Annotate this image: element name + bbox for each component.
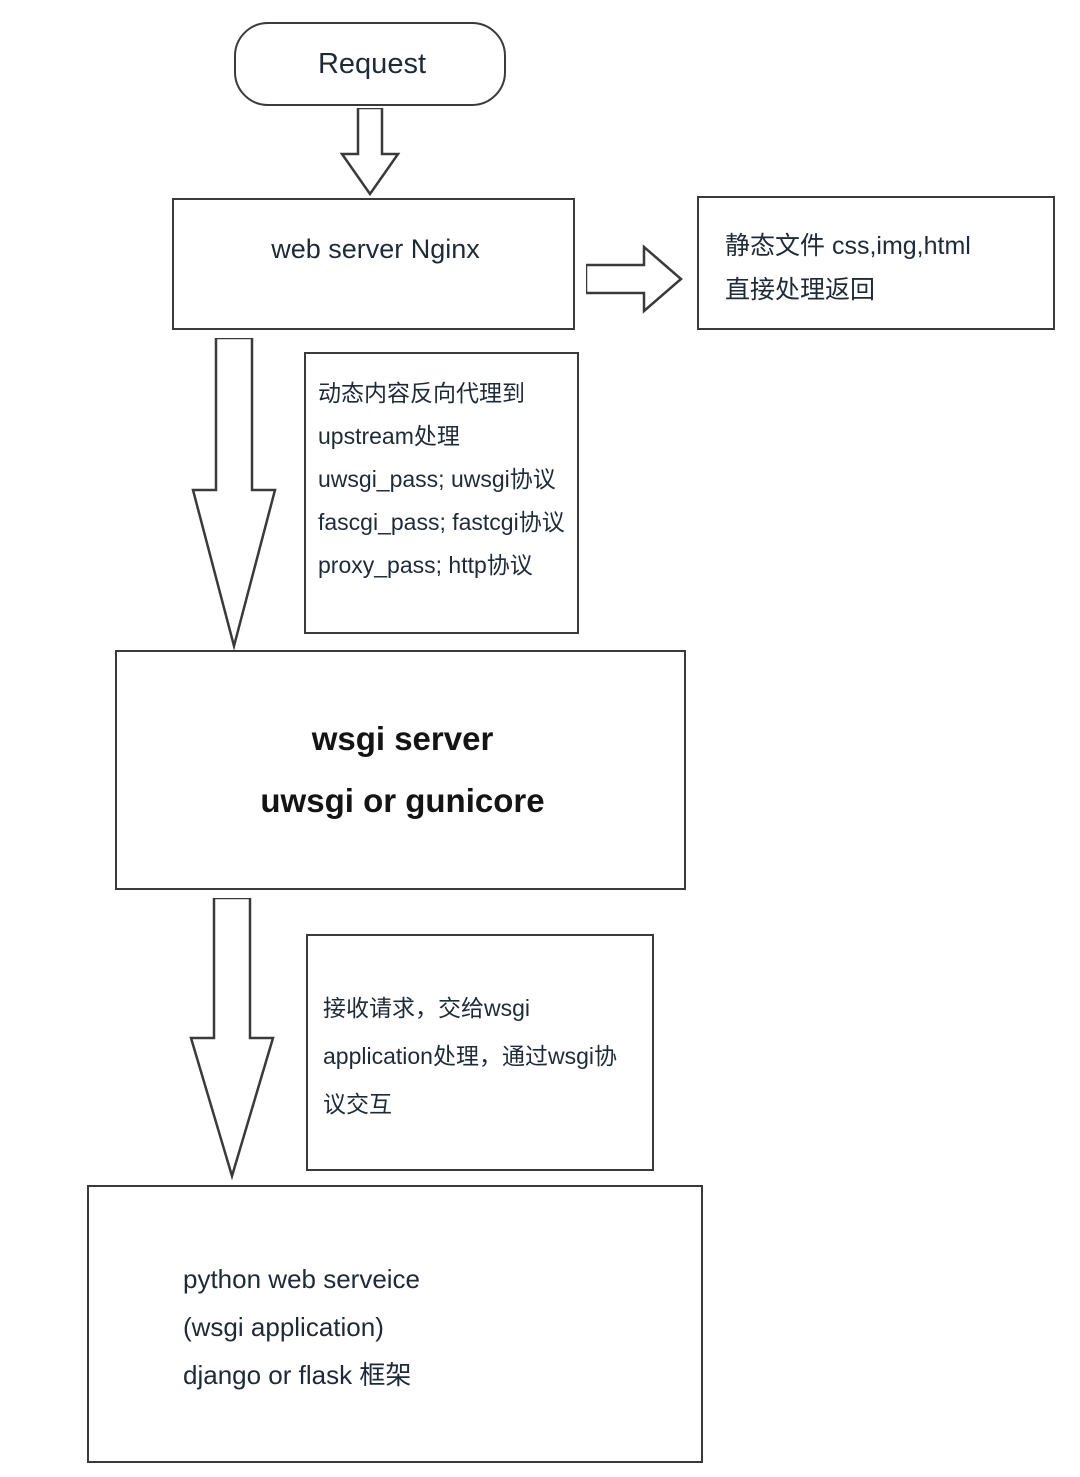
node-nginx-label: web server Nginx xyxy=(271,234,480,264)
static-line-1: 静态文件 css,img,html xyxy=(725,232,971,260)
note-upstream-line-4: fascgi_pass; fastcgi协议 xyxy=(318,509,565,535)
node-static-files[interactable]: 静态文件 css,img,html 直接处理返回 xyxy=(697,196,1055,330)
note-upstream-line-3: uwsgi_pass; uwsgi协议 xyxy=(318,466,556,492)
node-wsgi-server[interactable]: wsgi server uwsgi or gunicore xyxy=(115,650,686,890)
note-wsgi-line-1: 接收请求，交给wsgi xyxy=(323,995,531,1021)
arrow-nginx-to-wsgi-server-icon xyxy=(190,338,278,650)
node-python-web-service[interactable]: python web serveice (wsgi application) d… xyxy=(87,1185,703,1463)
app-line-1: python web serveice xyxy=(183,1264,421,1294)
node-web-server-nginx[interactable]: web server Nginx xyxy=(172,198,575,330)
note-wsgi-text: 接收请求，交给wsgi application处理，通过wsgi协 议交互 xyxy=(323,984,653,1128)
arrow-request-to-nginx-icon xyxy=(336,108,404,196)
note-upstream-line-5: proxy_pass; http协议 xyxy=(318,552,533,578)
node-static-files-text: 静态文件 css,img,html 直接处理返回 xyxy=(725,224,1045,312)
app-line-2: (wsgi application) xyxy=(183,1312,384,1342)
arrow-nginx-to-static-icon xyxy=(586,243,684,315)
app-line-3: django or flask 框架 xyxy=(183,1360,412,1390)
note-upstream-line-1: 动态内容反向代理到 xyxy=(318,380,525,406)
node-wsgi-server-text: wsgi server uwsgi or gunicore xyxy=(117,708,688,832)
node-request[interactable]: Request xyxy=(234,22,506,106)
arrow-wsgi-server-to-app-icon xyxy=(188,898,276,1180)
note-wsgi-line-2: application处理，通过wsgi协 xyxy=(323,1043,617,1069)
note-upstream-line-2: upstream处理 xyxy=(318,423,460,449)
node-request-label: Request xyxy=(317,48,426,80)
wsgi-line-2: uwsgi or gunicore xyxy=(260,782,545,819)
note-wsgi-line-3: 议交互 xyxy=(323,1091,392,1117)
static-line-2: 直接处理返回 xyxy=(725,276,876,304)
wsgi-line-1: wsgi server xyxy=(311,720,494,757)
node-python-web-service-text: python web serveice (wsgi application) d… xyxy=(183,1255,683,1399)
note-wsgi-interaction[interactable]: 接收请求，交给wsgi application处理，通过wsgi协 议交互 xyxy=(306,934,654,1171)
note-upstream-proxy[interactable]: 动态内容反向代理到 upstream处理 uwsgi_pass; uwsgi协议… xyxy=(304,352,579,634)
note-upstream-text: 动态内容反向代理到 upstream处理 uwsgi_pass; uwsgi协议… xyxy=(318,372,578,587)
